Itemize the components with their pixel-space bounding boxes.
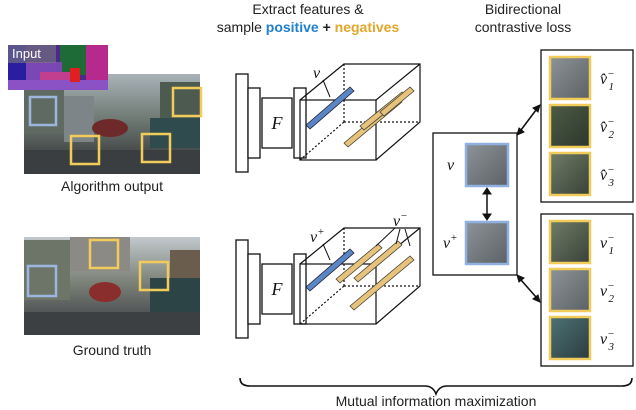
vhat-base: v̂: [600, 119, 608, 136]
vhat-subscript: 1: [609, 81, 615, 93]
v-base: v: [600, 235, 608, 252]
encoder-label: F: [271, 279, 284, 299]
loss-title-line2: contrastive loss: [475, 19, 571, 35]
symbol-vhat-minus-3: v̂−3: [600, 164, 615, 189]
header-plus: +: [323, 19, 331, 35]
input-label: Input: [12, 46, 41, 61]
v-plus-superscript: +: [450, 232, 457, 244]
mutual-information-label: Mutual information maximization: [336, 393, 537, 409]
symbol-v-minus-3: v−3: [600, 328, 615, 353]
feature-bar-positive: [305, 86, 355, 130]
v-subscript: 2: [609, 293, 615, 305]
negative-patch-thumb: [548, 151, 592, 197]
pointer-line: [404, 228, 411, 247]
positive-patch-box: [28, 95, 58, 127]
v-superscript: −: [607, 280, 614, 292]
negative-patch-box: [88, 238, 120, 270]
feature-bar-negative: [353, 240, 403, 283]
v-superscript: −: [607, 328, 614, 340]
pointer-line: [395, 228, 401, 245]
vhat-superscript: −: [607, 116, 614, 128]
pointer-line: [322, 79, 331, 98]
input-segmentation-map: [8, 45, 108, 90]
v-plus-base: v: [310, 229, 318, 246]
negative-patch-box: [138, 260, 170, 292]
feature-bar-positive: [305, 248, 355, 292]
v-plus-superscript: +: [317, 226, 324, 238]
negative-patch-thumb: [548, 267, 592, 313]
v-superscript: −: [607, 232, 614, 244]
loss-title-line1: Bidirectional: [485, 1, 561, 17]
negative-patch-thumb: [548, 103, 592, 149]
algorithm-output-caption: Algorithm output: [61, 178, 163, 194]
symbol-v-minus-2: v−2: [600, 280, 615, 305]
header-line1: Extract features &: [252, 1, 364, 17]
bidirectional-arrow-vertical: [482, 187, 492, 221]
positive-patch-groundtruth: [464, 220, 510, 266]
symbol-v-plus-bottom: v+: [310, 226, 325, 246]
vhat-subscript: 3: [608, 177, 615, 189]
encoder-label: F: [271, 113, 284, 133]
v-base: v: [600, 283, 608, 300]
feature-bar-negative: [349, 255, 415, 311]
input-label-backdrop: [8, 45, 56, 63]
symbol-v-minus-bottom: v−: [393, 210, 408, 230]
negative-patch-thumb: [548, 219, 592, 265]
symbol-v-middle: v: [447, 157, 455, 174]
v-subscript: 1: [609, 245, 615, 257]
v-base: v: [600, 331, 608, 348]
vhat-base: v̂: [600, 167, 608, 184]
bidirectional-arrow-bottom: [516, 274, 541, 303]
mutual-information-brace: [239, 377, 633, 397]
negative-patch-box: [171, 86, 203, 118]
feature-bar-negative: [335, 243, 383, 284]
symbol-vhat-minus-1: v̂−1: [600, 68, 615, 93]
negative-patch-box: [69, 134, 101, 166]
pointer-line: [322, 243, 331, 261]
vhat-base: v̂: [600, 71, 608, 88]
v-minus-base: v: [393, 213, 401, 230]
vhat-superscript: −: [607, 68, 614, 80]
symbol-vhat-minus-2: v̂−2: [600, 116, 615, 141]
symbol-v-plus-middle: v+: [443, 232, 458, 252]
symbol-v-top: v: [313, 65, 321, 82]
ground-truth-image: [24, 237, 200, 335]
vhat-superscript: −: [607, 164, 614, 176]
header-line2: sample positive + negatives: [217, 19, 400, 35]
symbol-v-minus-1: v−1: [600, 232, 615, 257]
header-positive-word: positive: [266, 19, 319, 35]
negative-patch-box: [140, 132, 172, 164]
positive-patch-box: [26, 264, 58, 298]
header-negatives-word: negatives: [335, 19, 400, 35]
bidirectional-arrow-top: [516, 104, 541, 136]
v-plus-base: v: [443, 235, 451, 252]
positive-patch-output: [464, 142, 510, 188]
header-sample-word: sample: [217, 19, 262, 35]
v-subscript: 3: [608, 341, 615, 353]
vhat-subscript: 2: [609, 129, 615, 141]
negative-patch-thumb: [548, 55, 592, 101]
ground-truth-caption: Ground truth: [73, 342, 152, 358]
feature-bar-negative: [379, 86, 415, 117]
v-minus-superscript: −: [400, 210, 407, 222]
pointer-line: [375, 227, 396, 247]
negative-patch-thumb: [548, 315, 592, 361]
